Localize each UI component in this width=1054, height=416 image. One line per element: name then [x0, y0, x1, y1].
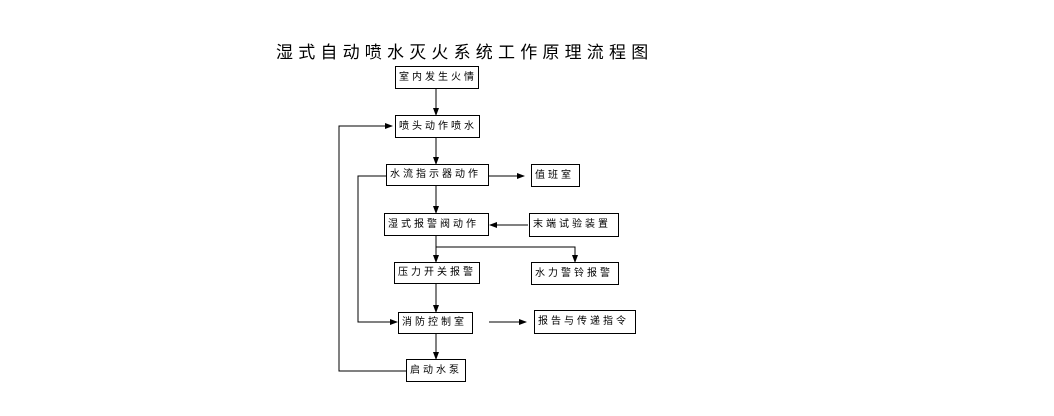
node-flow-indicator: 水流指示器动作 [386, 164, 489, 186]
node-duty-room: 值班室 [531, 164, 580, 187]
node-end-test: 末端试验装置 [529, 213, 619, 237]
node-sprinkler: 喷头动作喷水 [395, 115, 480, 138]
node-fire: 室内发生火情 [395, 66, 479, 89]
arrow-flow-to-control [357, 175, 398, 325]
arrow-pump-to-sprinkler [338, 123, 406, 372]
node-pressure-switch: 压力开关报警 [394, 262, 480, 284]
node-report: 报告与传递指令 [534, 310, 636, 334]
node-pump: 启动水泵 [406, 359, 466, 382]
arrow-valve-to-bell [436, 246, 578, 263]
diagram-title: 湿式自动喷水灭火系统工作原理流程图 [276, 43, 654, 63]
node-water-bell: 水力警铃报警 [531, 262, 619, 285]
node-alarm-valve: 湿式报警阀动作 [384, 213, 489, 236]
node-control-room: 消防控制室 [398, 312, 473, 334]
